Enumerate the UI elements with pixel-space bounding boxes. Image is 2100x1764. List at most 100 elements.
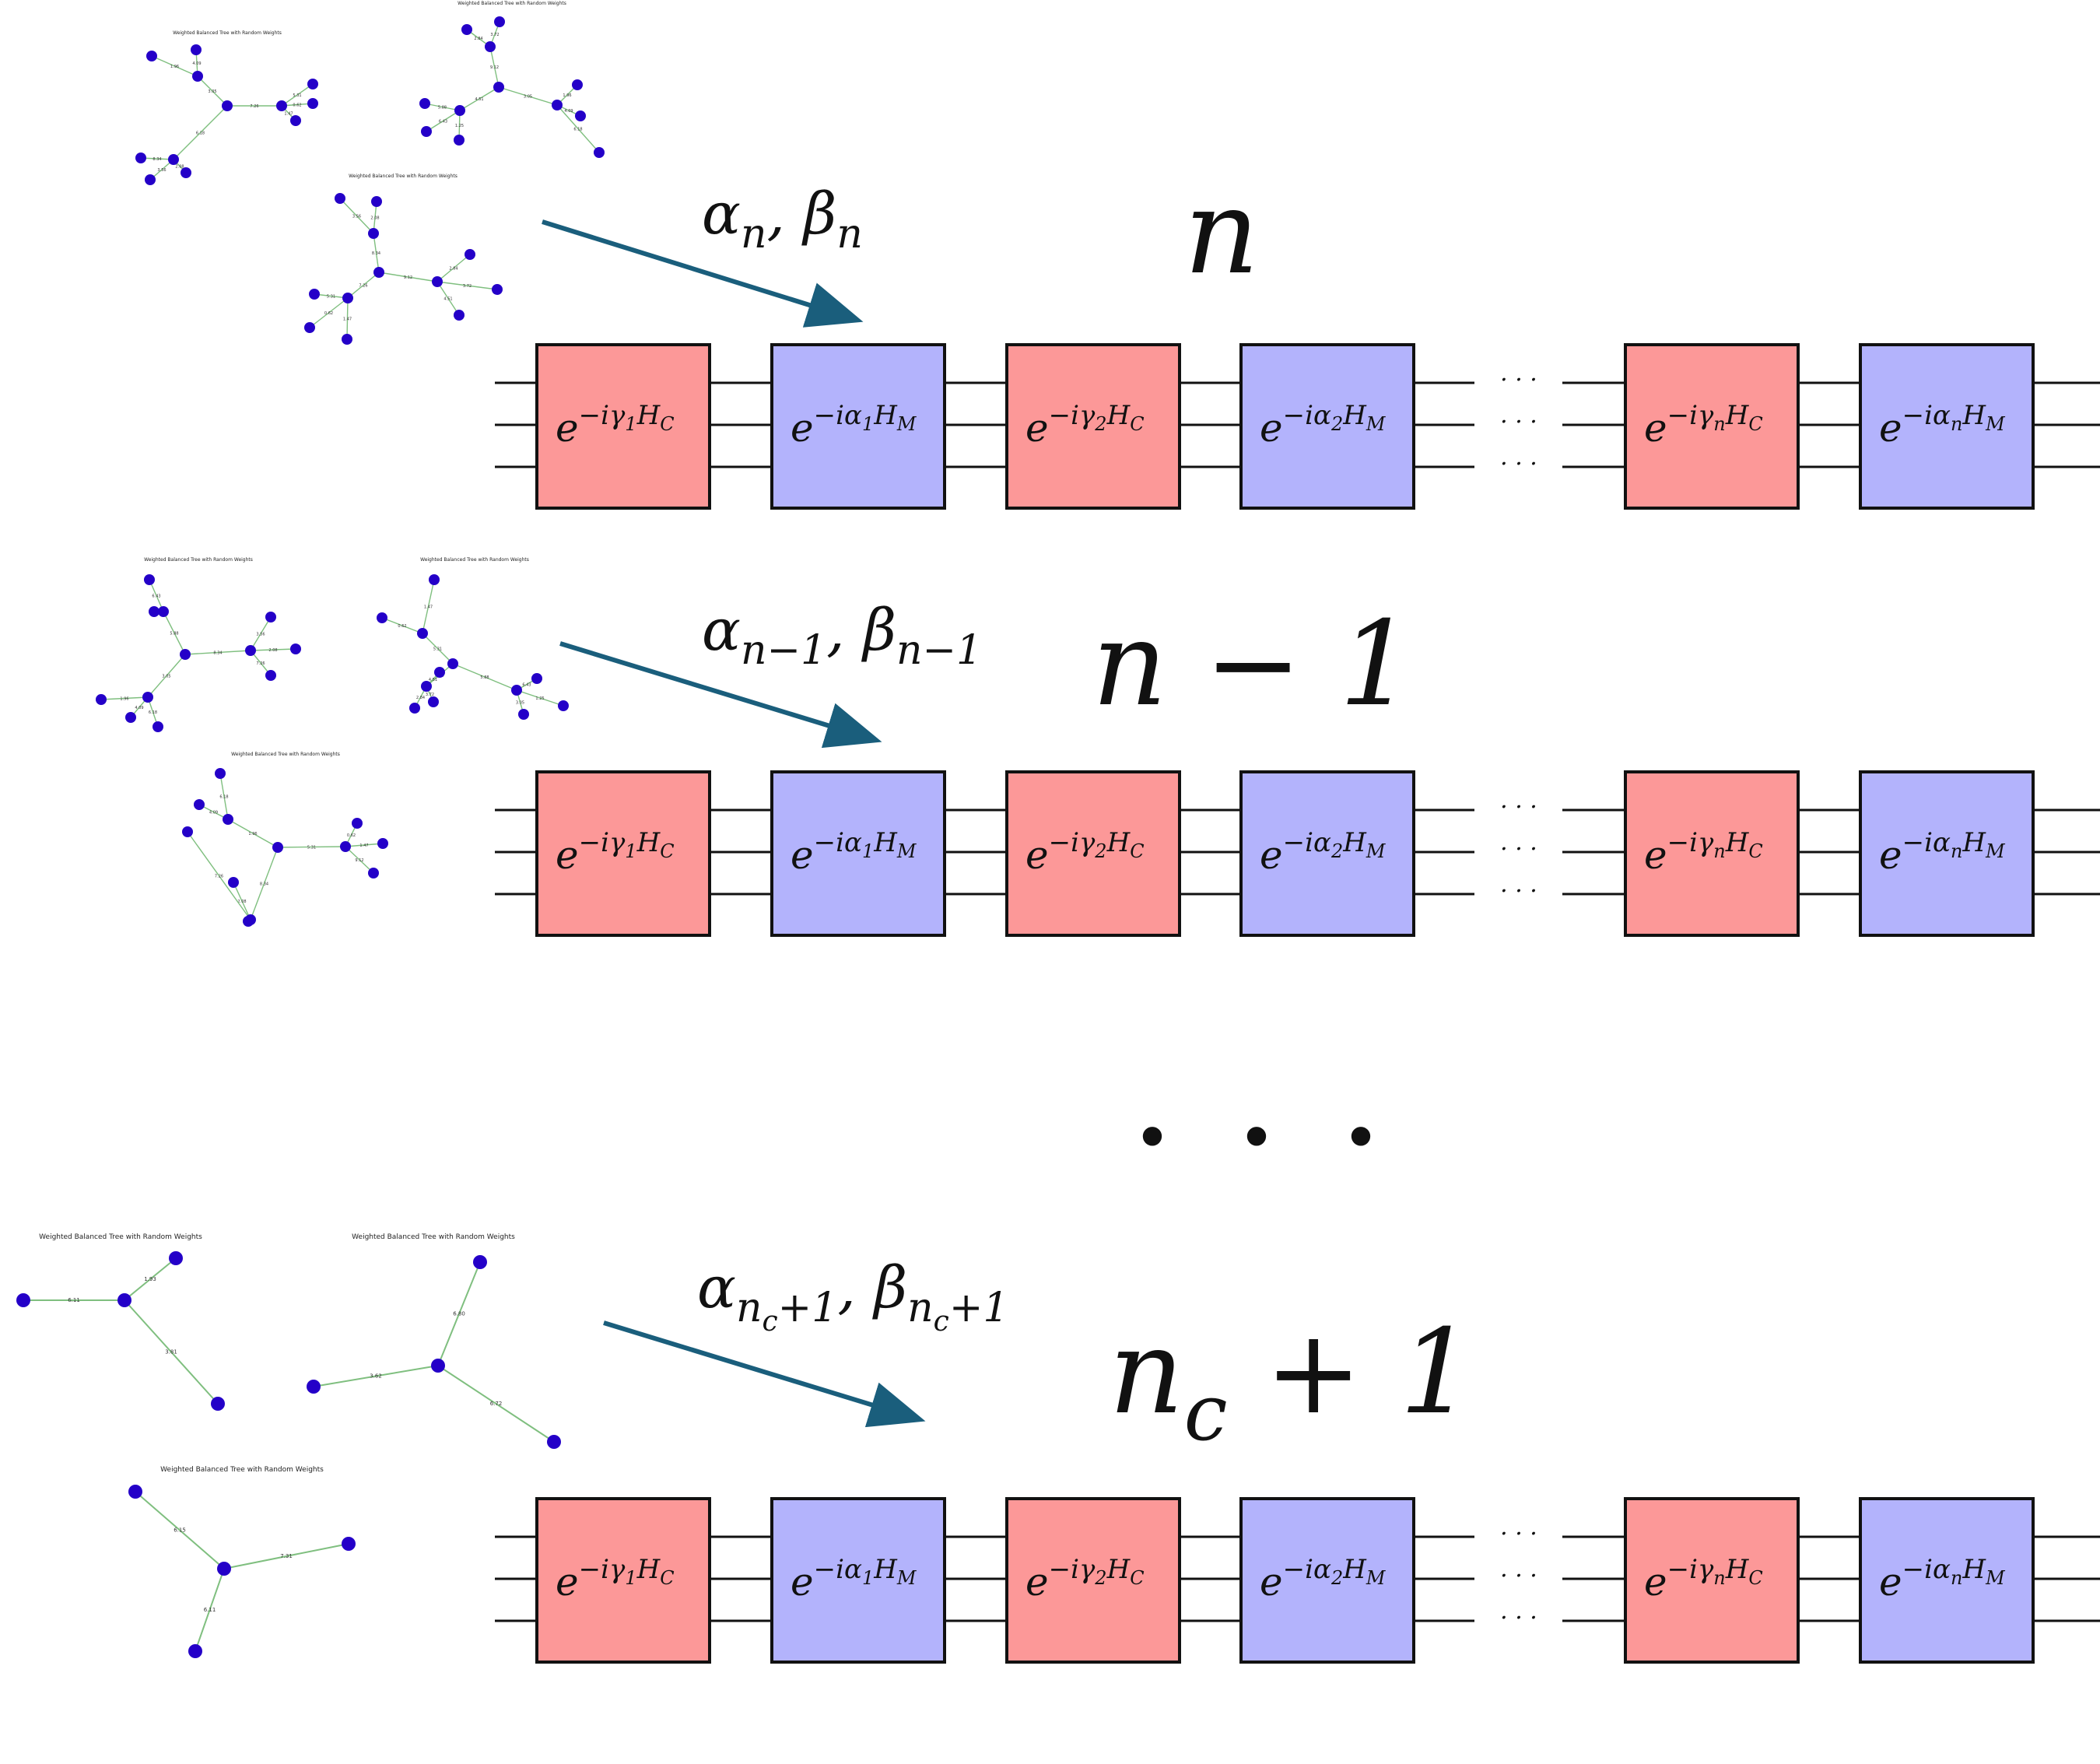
edge-weight-label: 6.18 [196,132,205,136]
graph-node [211,1397,225,1411]
gate-box [770,343,946,510]
graph-node [494,16,505,27]
edge-weight-label: 6.18 [219,795,228,800]
parameter-transfer-arrow [542,219,864,328]
graph-node [290,115,301,126]
graph-title: Weighted Balanced Tree with Random Weigh… [173,30,282,36]
graph-edge [250,616,272,651]
graph-edge [250,648,296,651]
edge-weight-label: 4.51 [475,97,483,102]
graph-edge [124,1257,177,1301]
edge-weight-label: 2.08 [237,900,246,904]
edge-weight-label: 7.26 [359,284,367,289]
edge-weight-label: 3.56 [352,215,361,219]
graph-node [223,814,233,825]
edge-weight-label: 6.43 [522,683,531,688]
graph-node [135,153,146,163]
graph-title: Weighted Balanced Tree with Random Weigh… [39,1233,202,1241]
edge-weight-label: 1.96 [563,93,571,98]
graph-title: Weighted Balanced Tree with Random Weigh… [420,557,529,563]
graph-edge [436,281,460,316]
graph-node [552,100,563,110]
edge-weight-label: 3.72 [490,33,499,37]
graph-node [377,838,388,849]
wire-ellipsis: · · · [1500,1562,1537,1590]
graph-node [145,174,156,185]
edge-weight-label: 4.09 [564,109,573,114]
graph-edge [426,110,461,132]
graph-node [276,100,287,111]
mixer-gate: e−iα2HM [1239,343,1415,510]
graph-edge [422,633,454,665]
edge-weight-label: 8.34 [260,882,268,887]
gate-label: e−iα2HM [1260,827,1387,878]
graph-node [265,612,276,622]
graph-node [377,612,387,623]
graph-node [594,147,605,158]
mixer-gate: e−iαnHM [1859,343,2035,510]
graph-edge [140,157,174,160]
gate-box [770,1497,946,1664]
edge-weight-label: 4.09 [209,811,218,815]
gate-box [1859,343,2035,510]
mixer-gate: e−iα2HM [1239,770,1415,937]
graph-edge [346,297,349,340]
edge-weight-label: 0.62 [347,833,356,838]
graph-edge [163,611,186,655]
graph-node [492,284,503,295]
graph-title: Weighted Balanced Tree with Random Weigh… [352,1233,515,1241]
edge-weight-label: 0.62 [324,311,333,316]
gate-label: e−iγ1HC [556,1554,675,1604]
edge-weight-label: 5.88 [170,632,178,637]
gate-label: e−iγ1HC [556,827,675,878]
graph-node [182,826,193,837]
edge-weight-label: 5.31 [327,295,335,300]
tree-graph: Weighted Balanced Tree with Random Weigh… [182,752,388,927]
tree-graph: Weighted Balanced Tree with Random Weigh… [377,557,569,720]
graph-node [368,868,379,878]
edge-weight-label: 3.05 [208,89,216,94]
graph-edge [556,104,600,153]
graph-node [158,606,169,617]
gate-label: e−iα1HM [791,400,917,451]
wire-ellipsis: · · · [1500,1604,1537,1632]
graph-node [511,685,522,696]
graph-edge [452,663,517,691]
gate-box [535,770,711,937]
edge-weight-label: 5.31 [433,647,442,652]
edge-weight-label: 6.11 [68,1297,80,1303]
gate-box [770,770,946,937]
edge-weight-label: 7.31 [280,1553,293,1559]
edge-weight-label: 3.05 [516,701,524,706]
graph-edge [233,882,251,921]
level-label: n [1184,165,1260,300]
mixer-gate: e−iαnHM [1859,1497,2035,1664]
graph-edge [309,297,349,328]
parameter-transfer-arrow [603,1320,926,1428]
edge-weight-label: 3.56 [157,168,166,173]
graph-node [272,842,283,853]
gate-label: e−iγnHC [1644,400,1763,451]
graph-node [371,196,382,207]
graph-edge [378,272,438,282]
graph-edge [516,689,564,707]
graph-node [149,606,160,617]
gate-label: e−iα1HM [791,1554,917,1604]
edge-weight-label: 1.47 [284,112,293,117]
graph-node [169,1251,183,1265]
graph-node [547,1435,561,1449]
edge-weight-label: 6.43 [152,594,160,599]
cost-gate: e−iγ1HC [535,1497,711,1664]
edge-weight-label: 8.34 [153,157,161,162]
graph-node [217,1562,231,1576]
graph-node [342,1537,356,1551]
edge-weight-label: 0.62 [398,624,406,629]
graph-edge [314,293,349,299]
wire-ellipsis: · · · [1500,366,1537,394]
edge-weight-label: 3.81 [165,1349,177,1355]
graph-edge [339,198,374,234]
gate-label: e−iαnHM [1879,827,2006,878]
graph-node [461,24,472,35]
gate-label: e−iα2HM [1260,1554,1387,1604]
edge-weight-label: 3.05 [162,675,170,679]
